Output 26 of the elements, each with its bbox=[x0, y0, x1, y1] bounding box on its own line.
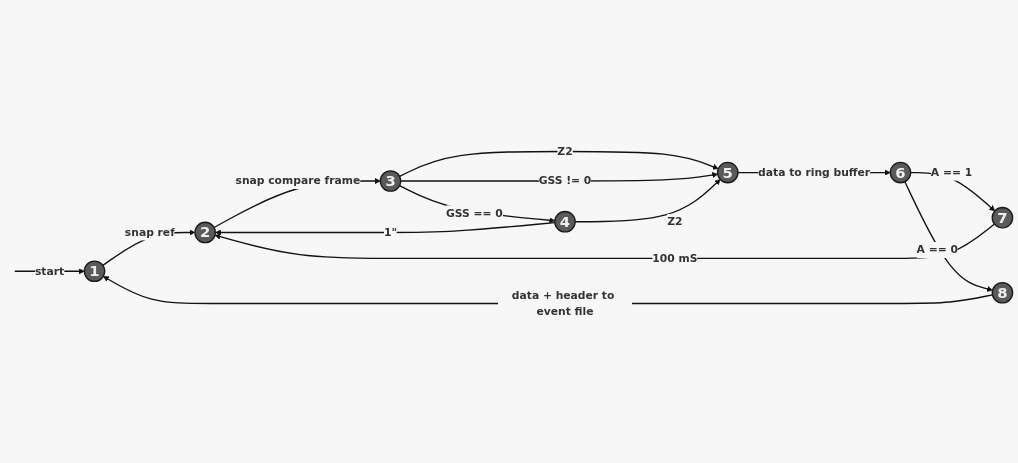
node-circle: 4 bbox=[554, 210, 576, 233]
edge-label: Z2 bbox=[557, 144, 573, 158]
node-circle: 2 bbox=[194, 221, 216, 244]
arrow bbox=[214, 223, 996, 260]
edge-label: snap ref bbox=[124, 225, 175, 239]
node-circle: 3 bbox=[379, 170, 402, 192]
edge-label: GSS != 0 bbox=[538, 174, 592, 188]
node-circle: 8 bbox=[991, 281, 1014, 304]
arrow bbox=[398, 150, 719, 178]
edge-label: GSS == 0 bbox=[445, 206, 503, 220]
edge-label: start bbox=[34, 264, 65, 278]
edge-label: snap compare frame bbox=[235, 174, 361, 188]
edge-label: 100 mS bbox=[652, 251, 698, 265]
edge-label: data + header to event file bbox=[511, 288, 615, 318]
edge-label: Z2 bbox=[667, 214, 683, 228]
edge-label: A == 1 bbox=[930, 165, 973, 179]
arrow bbox=[904, 181, 993, 292]
edge-label: A == 0 bbox=[916, 243, 958, 257]
edge-label: 1" bbox=[383, 225, 398, 239]
edge-label: data to ring buffer bbox=[758, 165, 871, 179]
node-circle: 6 bbox=[889, 161, 912, 184]
arrow bbox=[215, 222, 556, 236]
arrow bbox=[398, 184, 556, 224]
node-circle: 7 bbox=[991, 206, 1014, 229]
node-circle: 1 bbox=[83, 260, 106, 283]
node-circle: 5 bbox=[716, 161, 739, 184]
